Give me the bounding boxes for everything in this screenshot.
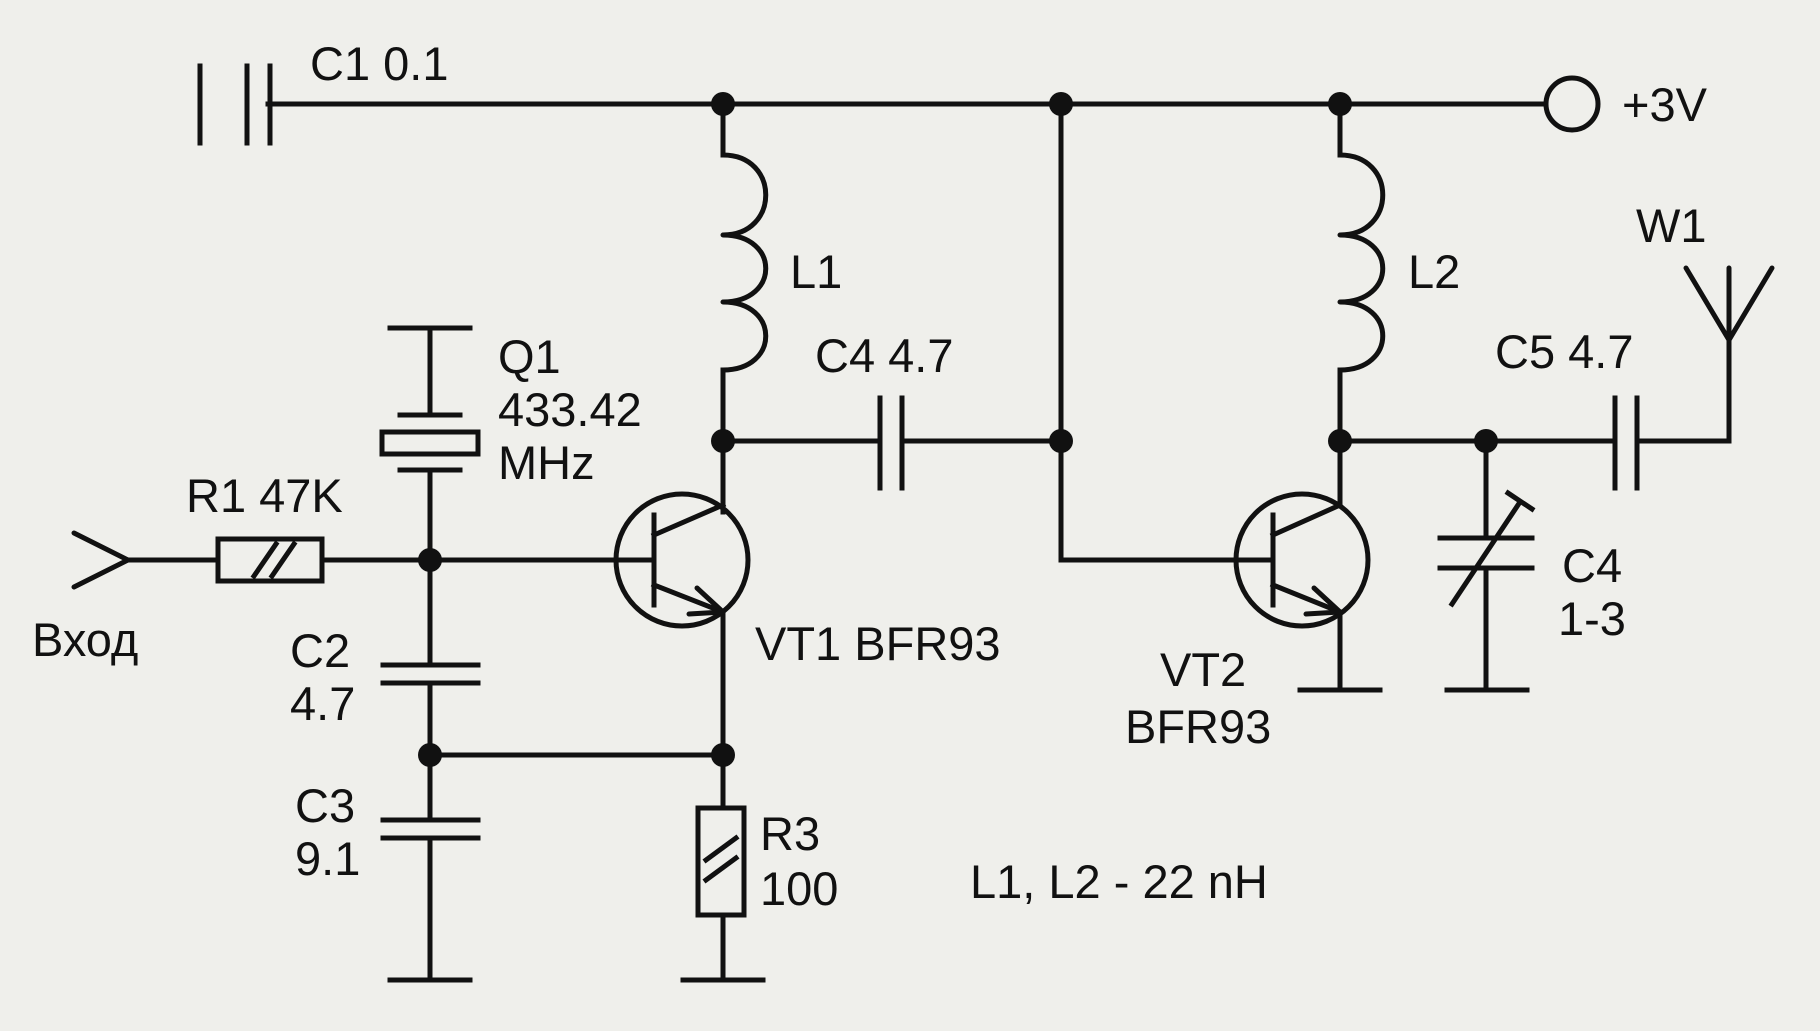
junction-dot (711, 92, 735, 116)
resistor-r1-symbol (215, 536, 325, 584)
junction-dot (711, 429, 735, 453)
label-q1-unit: MHz (498, 436, 595, 489)
label-q1-freq: 433.42 (498, 383, 642, 436)
label-c2-value: 4.7 (290, 677, 355, 730)
crystal-q1-symbol (379, 325, 481, 473)
junction-dot (418, 548, 442, 572)
label-input: Вход (32, 613, 138, 666)
label-c2-name: C2 (290, 624, 350, 677)
label-l2: L2 (1408, 245, 1460, 298)
inductor-l1-symbol (720, 152, 769, 373)
label-q1-name: Q1 (498, 330, 561, 383)
junction-dot (1049, 92, 1073, 116)
capacitor-c2-symbol (380, 662, 481, 686)
inductor-l2-symbol (1337, 152, 1386, 373)
transistor-vt2-symbol (1229, 491, 1371, 629)
wire-rail-vt2-base (1058, 101, 1235, 563)
capacitor-c5-symbol (1612, 395, 1640, 491)
label-r1: R1 47K (186, 469, 343, 522)
label-c3-value: 9.1 (295, 832, 360, 885)
capacitor-c4-coupling-symbol (877, 395, 905, 491)
wires (125, 101, 1732, 981)
trimmer-capacitor-c4-symbol (1437, 489, 1536, 608)
junction-dot (418, 743, 442, 767)
label-r3-value: 100 (760, 862, 838, 915)
antenna-w1-symbol (1683, 265, 1775, 343)
label-c3-name: C3 (295, 779, 355, 832)
label-w1: W1 (1636, 199, 1707, 252)
capacitor-c1-symbol (197, 63, 273, 146)
label-inductor-note: L1, L2 - 22 nH (970, 855, 1268, 908)
label-vt2-name: VT2 (1160, 643, 1246, 696)
resistor-r3-symbol (695, 805, 747, 918)
junctions (418, 92, 1498, 767)
label-c5: C5 4.7 (1495, 325, 1633, 378)
label-c4-coupling: C4 4.7 (815, 329, 953, 382)
wire-c5-antenna (1634, 337, 1732, 444)
label-c4-trimmer-name: C4 (1562, 539, 1622, 592)
supply-terminal (1543, 75, 1601, 133)
label-c1: C1 0.1 (310, 37, 448, 90)
junction-dot (1474, 429, 1498, 453)
label-vt1: VT1 BFR93 (755, 617, 1001, 670)
label-vt2-type: BFR93 (1125, 700, 1271, 753)
junction-dot (1328, 429, 1352, 453)
labels: C1 0.1 +3V L1 L2 W1 Q1 433.42 MHz C4 4.7… (32, 37, 1708, 915)
input-terminal-symbol (71, 530, 131, 590)
junction-dot (1328, 92, 1352, 116)
label-supply: +3V (1622, 78, 1708, 131)
label-r3-name: R3 (760, 807, 820, 860)
label-c4-trimmer-value: 1-3 (1558, 592, 1626, 645)
label-l1: L1 (790, 245, 842, 298)
junction-dot (711, 743, 735, 767)
capacitor-c3-symbol (380, 817, 481, 841)
transistor-vt1-symbol (611, 491, 751, 629)
junction-dot (1049, 429, 1073, 453)
